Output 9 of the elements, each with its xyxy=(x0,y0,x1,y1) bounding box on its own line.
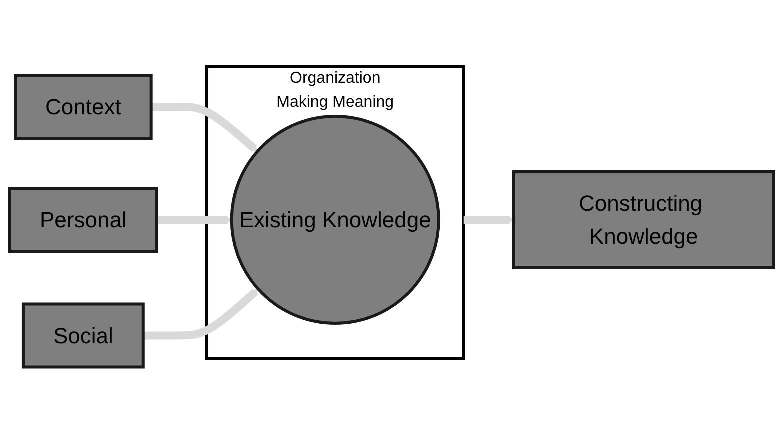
arrow xyxy=(151,103,258,152)
arrow xyxy=(156,216,232,225)
node-box: Context xyxy=(14,74,153,140)
node-box: Constructing Knowledge xyxy=(512,170,776,270)
arrow xyxy=(464,216,514,225)
node-box: Personal xyxy=(8,187,158,254)
node-box: Social xyxy=(22,303,145,370)
node-circle: Existing Knowledge xyxy=(230,115,440,326)
arrow xyxy=(143,289,259,340)
